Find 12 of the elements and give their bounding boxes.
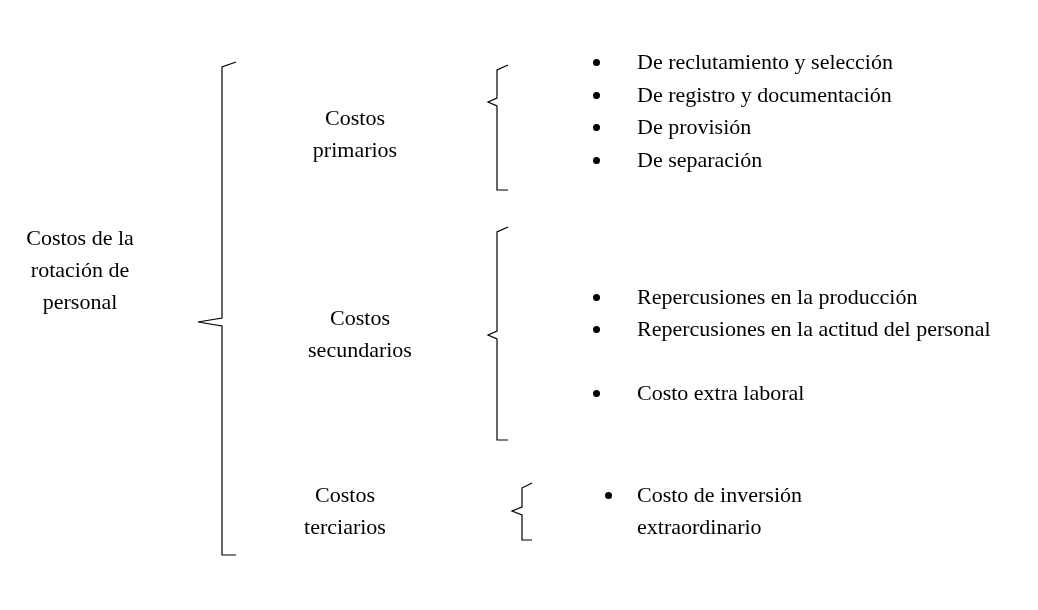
list-item-text: Costo de inversión extraordinario <box>637 481 803 541</box>
category-label: Costos primarios <box>311 104 399 164</box>
list-item-text: De provisión <box>637 113 753 141</box>
list-item-text: De separación <box>637 146 764 174</box>
list-item-text: Costo extra laboral <box>637 379 806 407</box>
list-item-text: Repercusiones en la actitud del personal <box>637 315 992 343</box>
category-label: Costos secundarios <box>307 304 413 364</box>
category-label: Costos de la rotación de personal <box>25 224 135 316</box>
list-item-text: De registro y documentación <box>637 81 893 109</box>
list-item-text: Repercusiones en la producción <box>637 283 919 311</box>
category-label: Costos terciarios <box>303 481 387 541</box>
list-item-text: De reclutamiento y selección <box>637 48 894 76</box>
